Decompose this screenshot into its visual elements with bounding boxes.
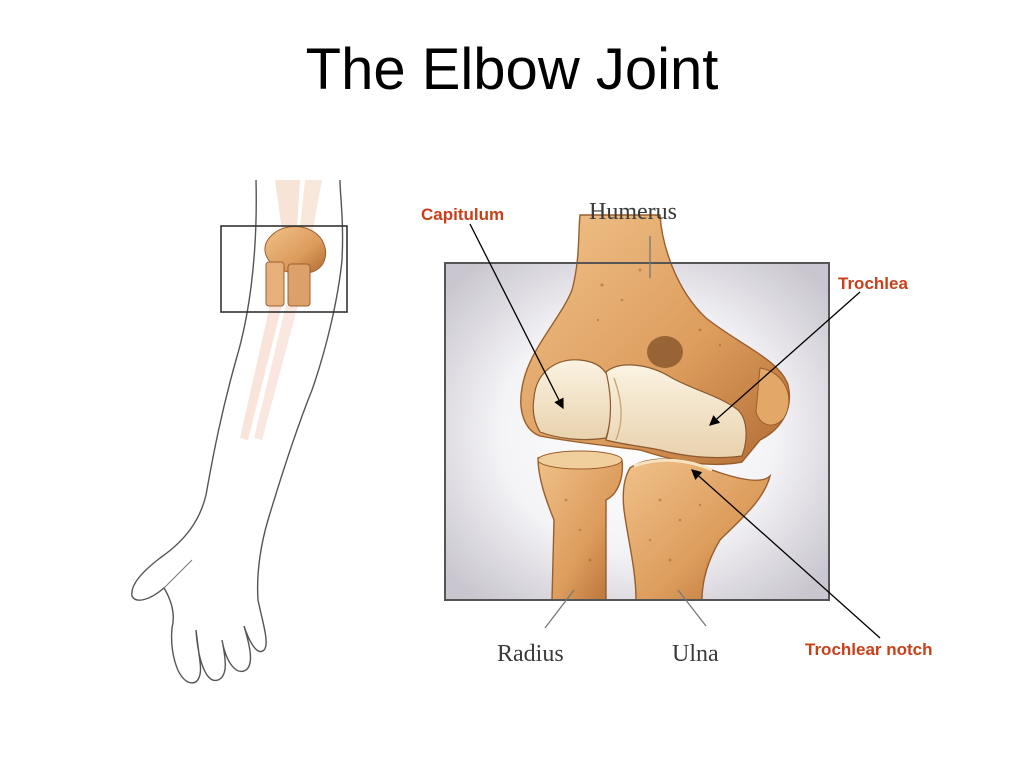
ulna-label: Ulna (672, 641, 719, 667)
arm-outline-figure (131, 179, 348, 684)
radius-label: Radius (497, 641, 564, 667)
trochlea-label: Trochlea (838, 274, 908, 293)
trochlea-arrow (709, 291, 861, 426)
mini-elbow-bones (264, 225, 327, 307)
trochlea-cartilage (605, 364, 747, 459)
trochlear-notch-label: Trochlear notch (805, 640, 933, 659)
grey-leader-lines (544, 236, 707, 629)
callout-arrows (469, 223, 881, 639)
slide-title: The Elbow Joint (305, 37, 719, 102)
humerus-label: Humerus (589, 199, 677, 225)
magnified-elbow-panel (444, 214, 830, 601)
capitulum-label: Capitulum (421, 205, 505, 224)
inset-box (220, 225, 348, 313)
trochlear-notch-arrow (691, 469, 881, 639)
capitulum-arrow (469, 223, 564, 410)
